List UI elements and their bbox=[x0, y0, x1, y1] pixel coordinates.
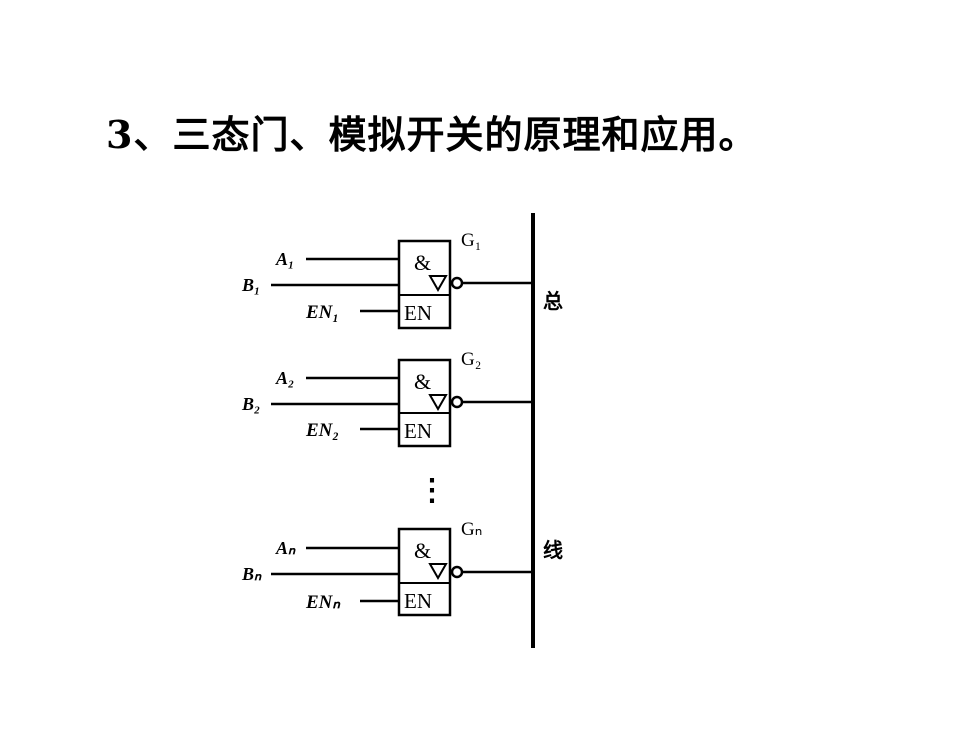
input-a-label: Aₙ bbox=[275, 538, 296, 558]
input-b-label: B₁ bbox=[241, 275, 260, 295]
tristate-triangle bbox=[428, 275, 448, 293]
and-symbol: & bbox=[414, 538, 431, 563]
bus-label-bottom: 线 bbox=[543, 538, 563, 562]
tristate-triangle bbox=[428, 394, 448, 412]
input-a-label: A₁ bbox=[275, 249, 294, 269]
input-b-label: Bₙ bbox=[241, 564, 262, 584]
bus-label-top: 总 bbox=[543, 289, 563, 313]
input-a-label: A₂ bbox=[275, 368, 294, 388]
enable-label: EN₂ bbox=[305, 420, 339, 441]
en-text: EN bbox=[404, 589, 432, 613]
en-text: EN bbox=[404, 419, 432, 443]
output-bubble bbox=[450, 395, 464, 409]
input-b-label: B₂ bbox=[241, 394, 260, 414]
and-symbol: & bbox=[414, 369, 431, 394]
gate-name: Gₙ bbox=[461, 519, 482, 540]
enable-label: EN₁ bbox=[305, 302, 339, 323]
gate-2: & EN A₂ B₂ EN₂ G₂ bbox=[241, 349, 533, 448]
enable-label: ENₙ bbox=[305, 592, 341, 613]
output-bubble bbox=[450, 565, 464, 579]
page-title: 3、三态门、模拟开关的原理和应用。 bbox=[106, 112, 758, 157]
output-bubble bbox=[450, 276, 464, 290]
gate-n: & EN Aₙ Bₙ ENₙ Gₙ bbox=[241, 519, 533, 617]
gate-name: G₂ bbox=[461, 349, 481, 370]
ellipsis: ⋮ bbox=[417, 474, 447, 507]
gate-name: G₁ bbox=[461, 230, 481, 251]
and-symbol: & bbox=[414, 250, 431, 275]
tristate-triangle bbox=[428, 563, 448, 581]
en-text: EN bbox=[404, 301, 432, 325]
gate-1: & EN A₁ B₁ EN₁ G₁ bbox=[241, 230, 533, 330]
